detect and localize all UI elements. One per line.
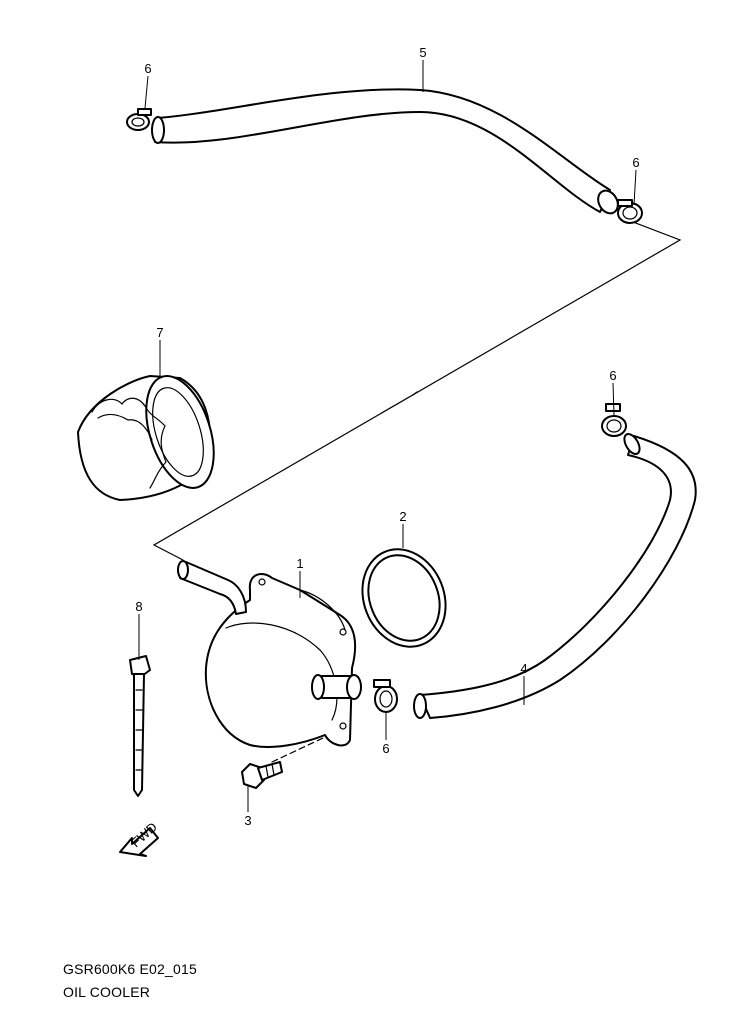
callout-numbers: 6 5 6 7 6 2 1 8 4 6 3 bbox=[135, 45, 639, 828]
flange-bolt bbox=[241, 761, 283, 789]
callout-clamp-upper-right: 6 bbox=[632, 155, 639, 170]
callout-clamp-upper-left: 6 bbox=[144, 61, 151, 76]
callout-clamp-lower: 6 bbox=[382, 741, 389, 756]
forward-direction-arrow: FWD bbox=[119, 819, 160, 857]
callout-o-ring: 2 bbox=[399, 509, 406, 524]
oil-cooler bbox=[177, 560, 362, 748]
o-ring bbox=[361, 548, 447, 648]
hose-clamp-upper-left bbox=[126, 108, 152, 131]
callout-clamp-mid-right: 6 bbox=[609, 368, 616, 383]
hose-clamp-lower bbox=[373, 679, 398, 713]
callout-oil-cooler: 1 bbox=[296, 556, 303, 571]
diagram-title: OIL COOLER bbox=[63, 984, 151, 1000]
cable-tie bbox=[129, 655, 151, 797]
callout-leaders bbox=[138, 60, 637, 812]
hose-clamp-mid-right bbox=[601, 403, 627, 437]
callout-cable-tie: 8 bbox=[135, 599, 142, 614]
callout-oil-filter: 7 bbox=[156, 325, 163, 340]
upper-hose bbox=[151, 88, 619, 215]
callout-bolt: 3 bbox=[244, 813, 251, 828]
hose-clamp-upper-right bbox=[617, 199, 643, 224]
lower-hose bbox=[413, 433, 697, 719]
diagram-code: GSR600K6 E02_015 bbox=[63, 961, 197, 977]
callout-upper-hose: 5 bbox=[419, 45, 426, 60]
callout-lower-hose: 4 bbox=[520, 661, 527, 676]
oil-filter bbox=[77, 375, 215, 501]
